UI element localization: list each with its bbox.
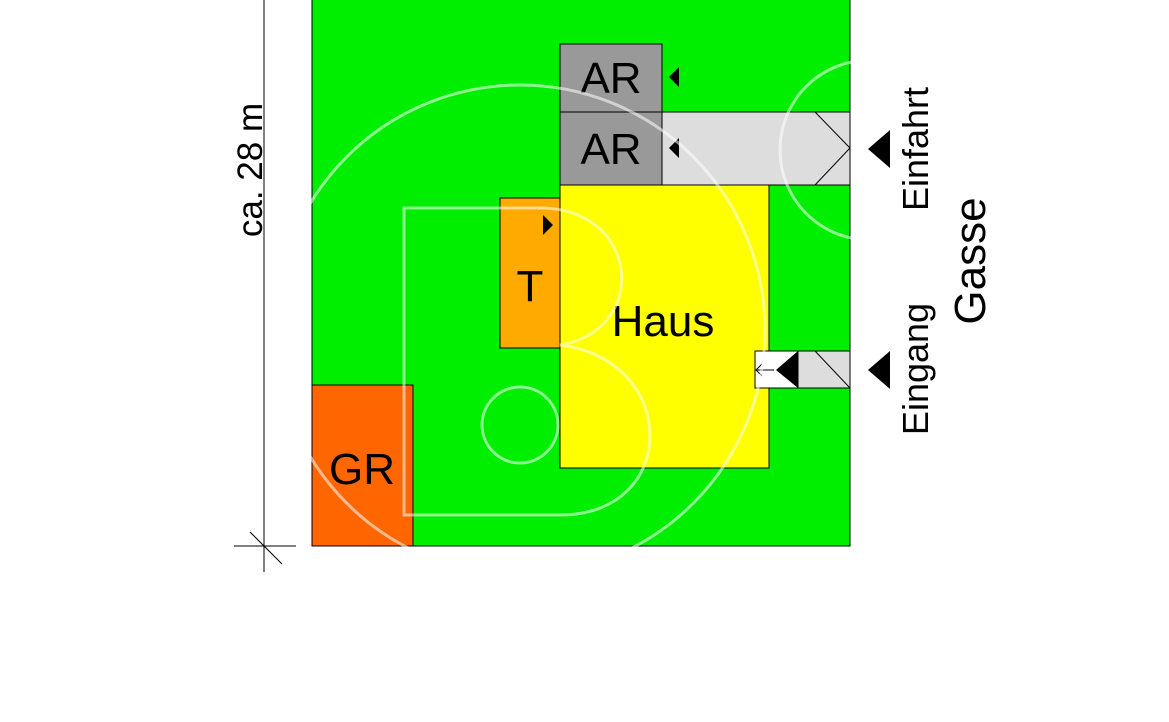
- watermark-logo: [273, 58, 962, 577]
- driveway-label: Einfahrt: [895, 87, 936, 211]
- street-label: Gasse: [946, 197, 995, 324]
- driveway: [661, 111, 851, 186]
- terrace-door-arrow-icon: [543, 215, 553, 235]
- driveway-arrow-icon: [868, 130, 890, 168]
- storage-room-lower: [559, 111, 663, 186]
- house-room: [559, 184, 770, 469]
- storage-label-lower: AR: [580, 125, 641, 174]
- house-label: Haus: [612, 297, 715, 346]
- garage-label: GR: [329, 445, 395, 494]
- dimension-label: ca. 28 m: [231, 103, 270, 237]
- driveway-gate-icon: [814, 111, 851, 186]
- entrance-arrow-icon: [868, 351, 890, 389]
- entrance-label: Eingang: [895, 303, 936, 435]
- entrance-gate-icon: [814, 350, 851, 389]
- storage-room-upper: [559, 43, 663, 113]
- terrace-label: T: [517, 262, 544, 311]
- storage-upper-door-arrow-icon: [669, 67, 679, 87]
- dimension-line: [234, 0, 296, 572]
- entrance-door-arrow-icon: [776, 351, 798, 388]
